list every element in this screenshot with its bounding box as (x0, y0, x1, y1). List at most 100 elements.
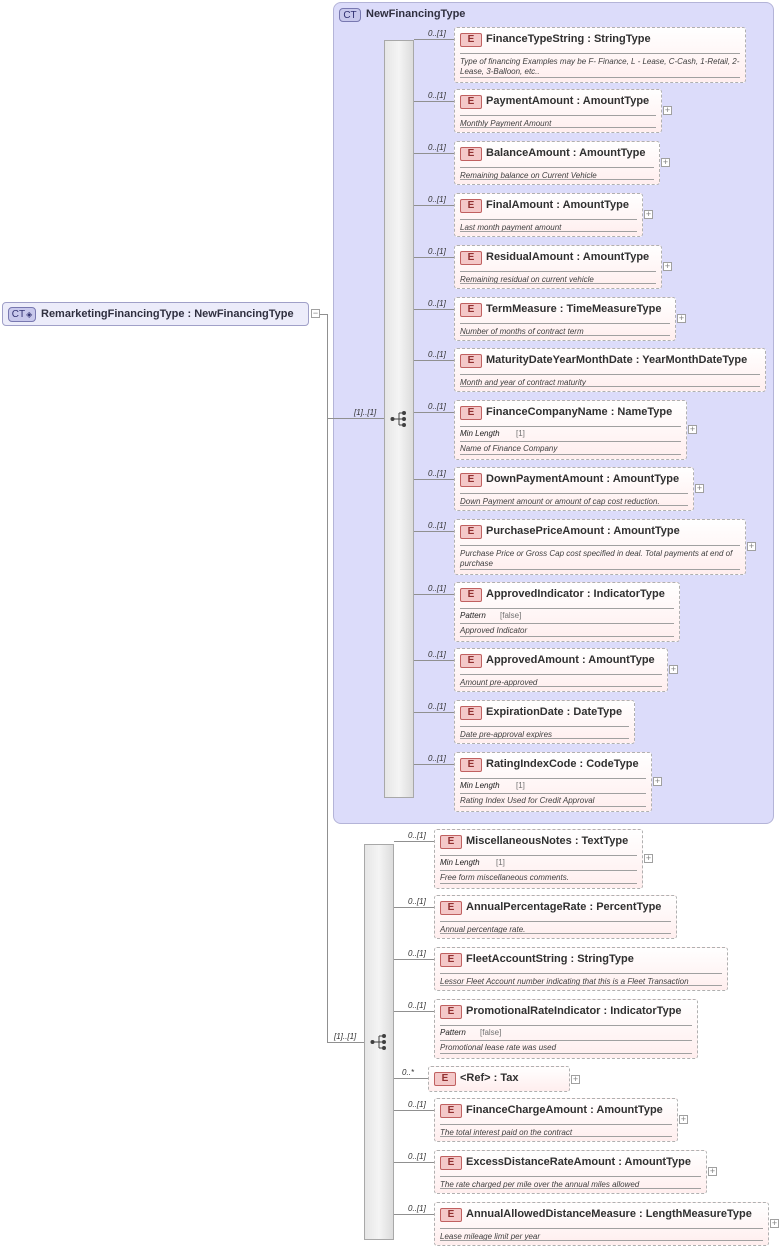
element-badge: E (440, 1104, 462, 1118)
element-badge: E (460, 758, 482, 772)
occurs-label: 0..[1] (408, 897, 426, 906)
element-name: ExpirationDate : DateType (486, 706, 623, 718)
facet-label: Pattern (440, 1028, 466, 1037)
facet-value: [1] (496, 858, 505, 867)
element-name: MiscellaneousNotes : TextType (466, 835, 629, 847)
root-type-label: RemarketingFinancingType : NewFinancingT… (41, 308, 294, 320)
separator (440, 883, 637, 884)
connector-line (394, 1162, 434, 1163)
separator (440, 1124, 672, 1125)
occurs-label: 0..[1] (408, 1001, 426, 1010)
element-documentation: Date pre-approval expires (460, 730, 553, 739)
collapse-button[interactable]: − (311, 308, 320, 318)
separator (460, 53, 740, 54)
expand-button[interactable]: + (695, 483, 704, 493)
connector-line (414, 205, 454, 206)
separator (440, 1053, 692, 1054)
separator (460, 77, 740, 78)
occurs-label: 0..[1] (428, 469, 446, 478)
occurs-label: 0..[1] (428, 143, 446, 152)
element-documentation: Last month payment amount (460, 223, 562, 232)
expand-button[interactable]: + (653, 776, 662, 786)
element-badge: E (460, 525, 482, 539)
element-badge: E (434, 1072, 456, 1086)
expand-button[interactable]: + (677, 313, 686, 323)
separator (440, 973, 722, 974)
connector-line (414, 479, 454, 480)
element-name: PromotionalRateIndicator : IndicatorType (466, 1005, 682, 1017)
expand-button[interactable]: + (770, 1218, 779, 1228)
element-badge: E (460, 303, 482, 317)
separator (440, 1188, 701, 1189)
occurs-label: 0..* (402, 1068, 415, 1077)
occurs-label: 0..[1] (428, 247, 446, 256)
expand-button[interactable]: + (747, 541, 756, 551)
separator (460, 569, 740, 570)
element-badge: E (460, 406, 482, 420)
element-badge: E (460, 588, 482, 602)
expand-button[interactable]: + (679, 1114, 688, 1124)
expand-button[interactable]: + (708, 1166, 717, 1176)
separator (460, 726, 629, 727)
element-documentation: Lessor Fleet Account number indicating t… (440, 977, 689, 986)
separator (460, 335, 670, 336)
connector-line (394, 959, 434, 960)
element-box[interactable]: E<Ref> : Tax (428, 1066, 570, 1092)
extension-icon: ◈ (26, 310, 33, 319)
sequence-icon (390, 411, 406, 427)
expand-button[interactable]: + (644, 853, 653, 863)
connector-line (414, 257, 454, 258)
occurs-label: 0..[1] (408, 1204, 426, 1213)
occurs-label: 0..[1] (408, 1152, 426, 1161)
separator (460, 505, 688, 506)
occurs-label: 0..[1] (428, 402, 446, 411)
element-badge: E (440, 901, 462, 915)
separator (460, 454, 681, 455)
element-badge: E (460, 199, 482, 213)
separator (440, 1040, 692, 1041)
separator (460, 441, 681, 442)
root-complex-type[interactable]: CT◈ RemarketingFinancingType : NewFinanc… (2, 302, 309, 326)
facet-value: [false] (480, 1028, 502, 1037)
expand-button[interactable]: + (663, 105, 672, 115)
element-badge: E (460, 354, 482, 368)
separator (440, 1025, 692, 1026)
separator (440, 1240, 763, 1241)
expand-button[interactable]: + (688, 424, 697, 434)
separator (460, 608, 674, 609)
element-documentation: Remaining balance on Current Vehicle (460, 171, 597, 180)
occurs-label: 0..[1] (428, 702, 446, 711)
expand-button[interactable]: + (663, 261, 672, 271)
expand-button[interactable]: + (644, 209, 653, 219)
base-type-title: NewFinancingType (366, 8, 466, 20)
expand-button[interactable]: + (669, 664, 678, 674)
connector-line (414, 153, 454, 154)
occurs-label: 0..[1] (428, 584, 446, 593)
element-documentation: Remaining residual on current vehicle (460, 275, 594, 284)
element-documentation: Month and year of contract maturity (460, 378, 586, 387)
expand-button[interactable]: + (661, 157, 670, 167)
expand-button[interactable]: + (571, 1074, 580, 1084)
element-name: FinanceCompanyName : NameType (486, 406, 673, 418)
